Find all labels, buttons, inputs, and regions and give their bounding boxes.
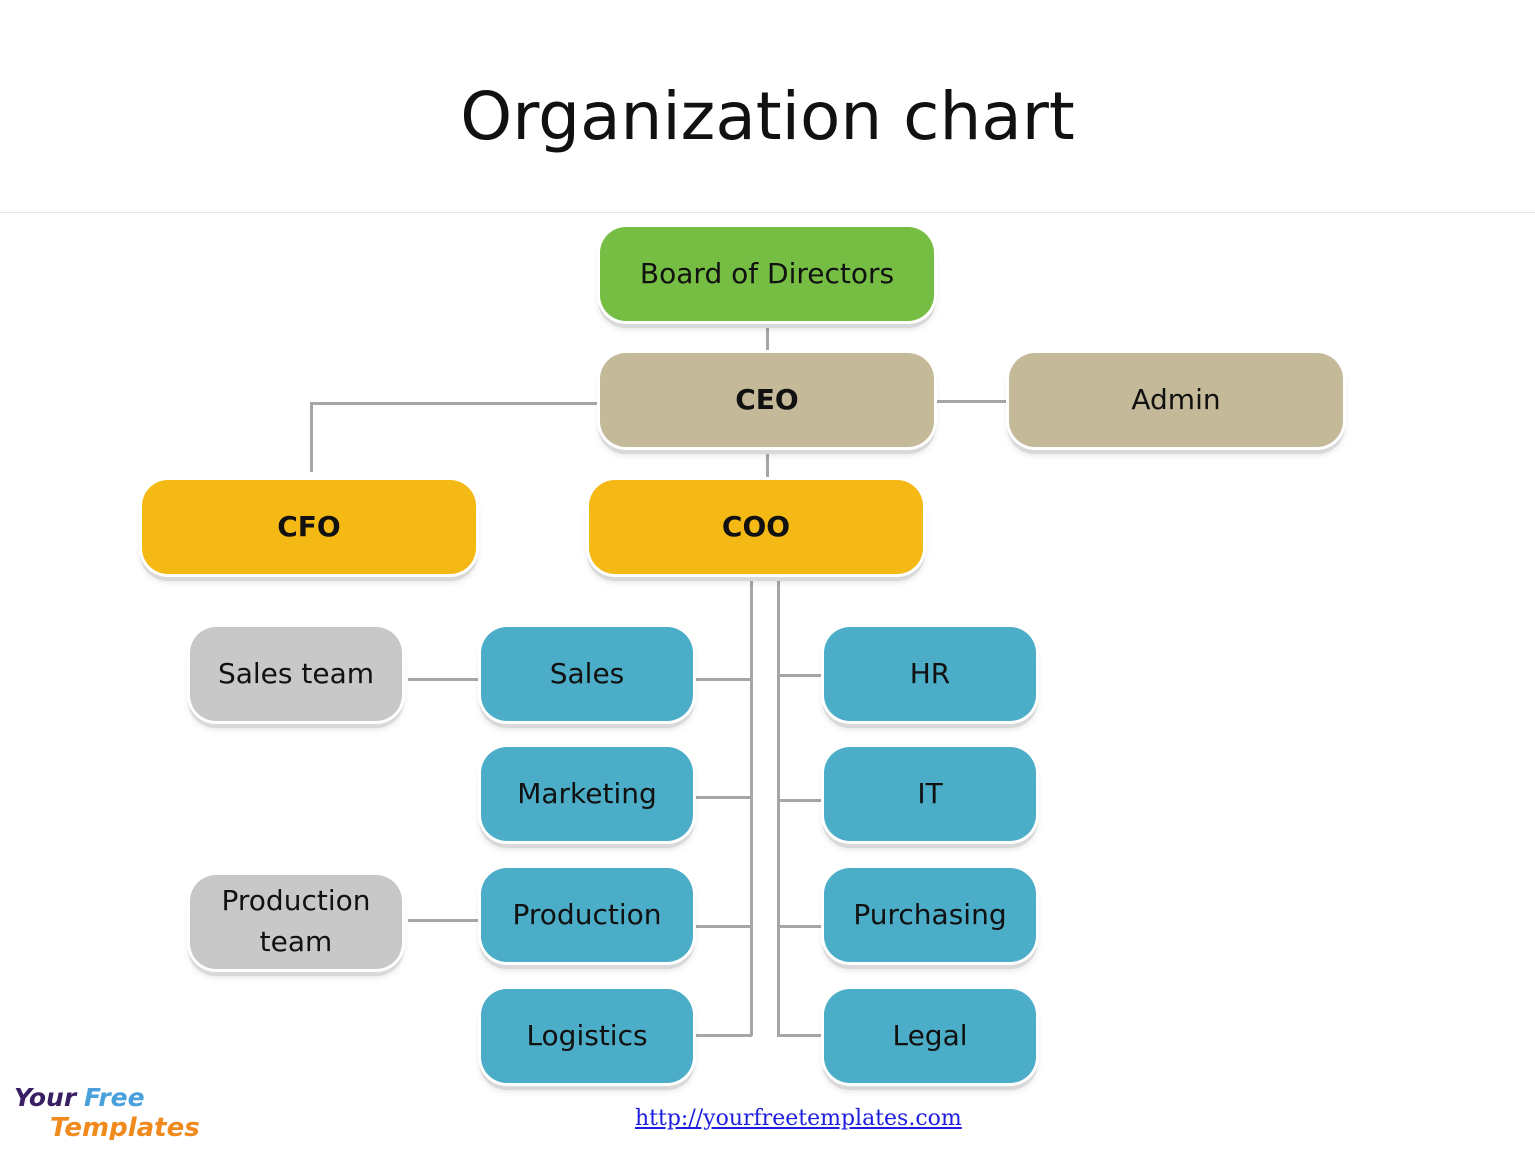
connector-hr: [777, 674, 822, 677]
connector-sales-team: [408, 678, 478, 681]
node-marketing: Marketing: [481, 747, 693, 841]
connector-sales: [694, 678, 752, 681]
node-production: Production: [481, 868, 693, 962]
node-ceo: CEO: [600, 353, 934, 447]
node-logistics: Logistics: [481, 989, 693, 1083]
connector-coo-left-trunk: [750, 576, 753, 1036]
connector-logistics: [694, 1034, 752, 1037]
connector-ceo-cfo-h: [310, 402, 600, 405]
connector-ceo-cfo-v: [310, 402, 313, 472]
logo-text-templates: Templates: [50, 1113, 200, 1140]
connector-legal: [777, 1034, 822, 1037]
connector-it: [777, 799, 822, 802]
title-divider: [0, 212, 1535, 213]
logo-text-free: Free: [84, 1083, 145, 1112]
connector-marketing: [694, 796, 752, 799]
connector-ceo-coo: [766, 448, 769, 482]
connector-production: [694, 925, 752, 928]
node-board-of-directors: Board of Directors: [600, 227, 934, 321]
page-title: Organization chart: [460, 78, 1075, 155]
node-cfo: CFO: [142, 480, 476, 574]
node-hr: HR: [824, 627, 1036, 721]
node-legal: Legal: [824, 989, 1036, 1083]
node-sales-team: Sales team: [190, 627, 402, 721]
node-production-team: Production team: [190, 875, 402, 969]
node-admin: Admin: [1009, 353, 1343, 447]
website-link[interactable]: http://yourfreetemplates.com: [635, 1106, 962, 1131]
node-sales: Sales: [481, 627, 693, 721]
node-it: IT: [824, 747, 1036, 841]
connector-board-ceo: [766, 318, 769, 354]
node-coo: COO: [589, 480, 923, 574]
logo-text-your: Your: [14, 1083, 78, 1112]
your-free-templates-logo: Your Free Templates: [14, 1083, 200, 1140]
connector-ceo-admin: [934, 400, 1008, 403]
connector-production-team: [408, 919, 478, 922]
connector-coo-right-trunk: [777, 576, 780, 1036]
node-purchasing: Purchasing: [824, 868, 1036, 962]
connector-purchasing: [777, 925, 822, 928]
